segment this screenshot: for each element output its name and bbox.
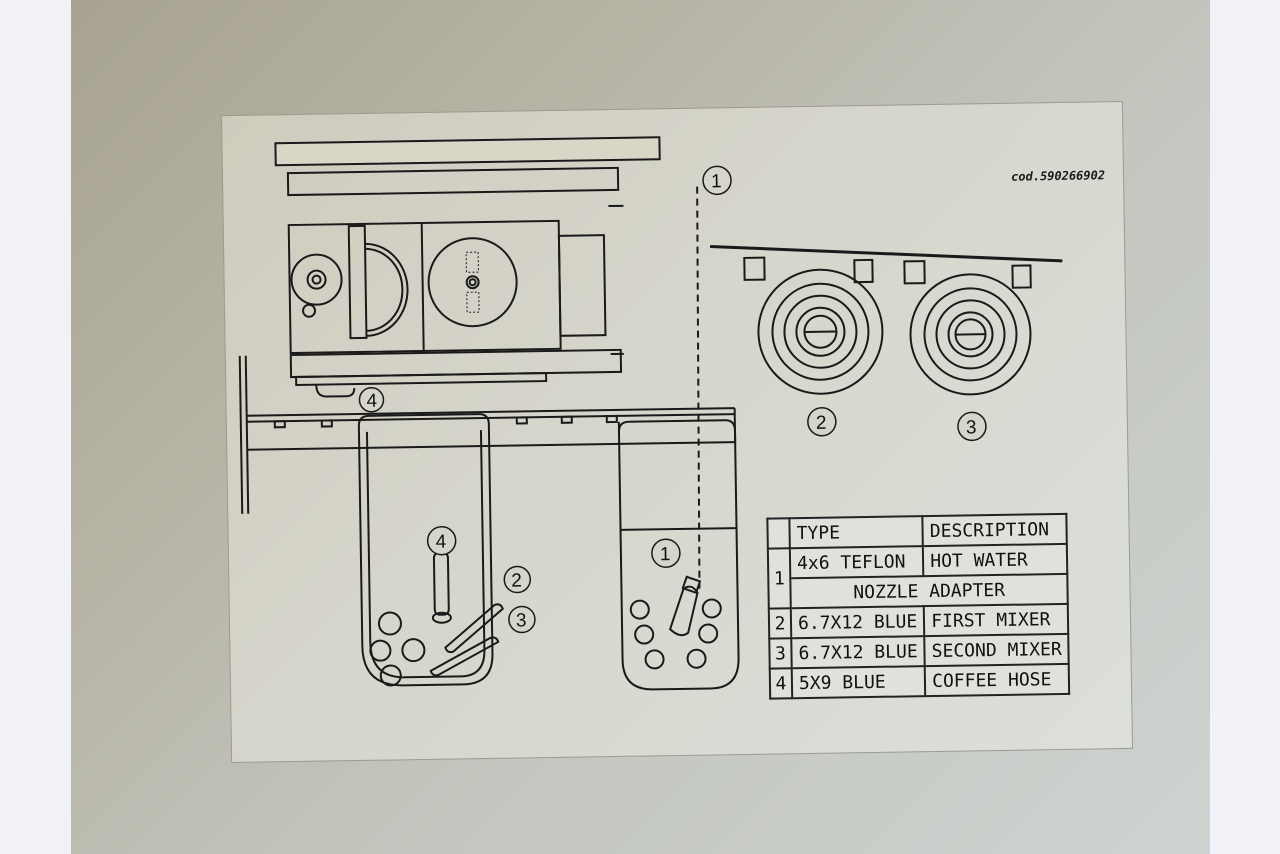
row-type: 6.7X12 BLUE — [790, 606, 925, 639]
table-row: 1 4x6 TEFLON HOT WATER — [767, 543, 1068, 609]
svg-text:4: 4 — [366, 391, 377, 412]
unit-top-view — [274, 136, 661, 398]
row-num: 4 — [769, 668, 793, 699]
table-row: NOZZLE ADAPTER — [768, 573, 1069, 609]
row-num: 1 — [767, 548, 791, 609]
callout-4-bottom: 4 — [426, 525, 457, 556]
right-tray — [617, 419, 740, 691]
svg-text:3: 3 — [516, 610, 527, 631]
callout-1-bottom: 1 — [651, 538, 681, 568]
diagram-label-sheet: cod.590266902 — [220, 100, 1134, 764]
svg-text:4: 4 — [436, 532, 447, 553]
table-row: 2 6.7X12 BLUE FIRST MIXER — [768, 603, 1069, 639]
left-tray — [357, 413, 504, 687]
row-description: HOT WATER — [923, 543, 1068, 577]
callout-3-bottom: 3 — [508, 605, 536, 634]
header-description: DESCRIPTION — [922, 513, 1068, 547]
callout-2-bottom: 2 — [503, 565, 532, 594]
svg-text:1: 1 — [711, 171, 722, 192]
callout-1-top: 1 — [702, 165, 732, 196]
table-row: 3 6.7X12 BLUE SECOND MIXER — [769, 633, 1069, 669]
table-row: 4 5X9 BLUE COFFEE HOSE — [769, 663, 1070, 699]
parts-table: TYPE DESCRIPTION 1 4x6 TEFLON HOT WATER … — [766, 512, 1071, 700]
svg-text:3: 3 — [966, 417, 977, 438]
table-header-row: TYPE DESCRIPTION — [767, 513, 1068, 549]
row-type: 5X9 BLUE — [791, 666, 926, 699]
row-type: 6.7X12 BLUE — [791, 636, 925, 669]
row-description: COFFEE HOSE — [924, 663, 1070, 697]
hose-routing-drawing: 1 2 3 4 4 2 3 — [238, 136, 1063, 691]
row-num: 2 — [768, 608, 792, 639]
mixer-assemblies — [710, 244, 1063, 396]
row-description-continued: NOZZLE ADAPTER — [790, 573, 1069, 609]
callout-3: 3 — [957, 411, 987, 442]
row-description: FIRST MIXER — [923, 603, 1069, 637]
svg-text:2: 2 — [816, 413, 827, 434]
row-type: 4x6 TEFLON — [789, 546, 924, 579]
svg-text:2: 2 — [511, 570, 522, 591]
callout-2: 2 — [807, 406, 837, 437]
row-num: 3 — [769, 638, 792, 669]
header-type: TYPE — [789, 516, 924, 549]
header-num — [767, 518, 790, 549]
svg-text:1: 1 — [660, 544, 671, 565]
callout-4-top: 4 — [358, 387, 385, 413]
row-description: SECOND MIXER — [924, 633, 1069, 667]
